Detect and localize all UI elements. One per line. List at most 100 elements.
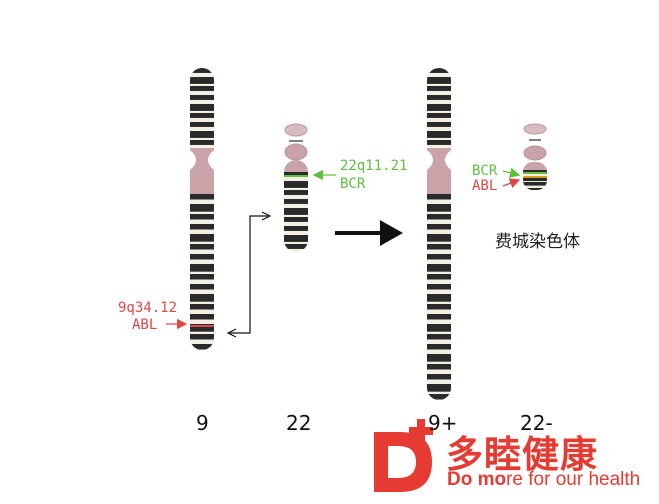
philadelphia-chromosome <box>523 162 547 190</box>
chr9p-q-arm-dark-band <box>427 284 451 290</box>
chromosome-9-plus <box>427 68 451 400</box>
chr9p-p-arm-dark-band <box>427 113 451 118</box>
chromosome-22 <box>284 160 308 252</box>
chr9-q-arm-dark-band <box>190 264 214 272</box>
chr9p-p-arm-dark-band <box>427 140 451 145</box>
chr9p-p-arm-dark-band <box>427 122 451 127</box>
ph-q-arm-dark-band <box>523 182 547 186</box>
ph-p-arm <box>523 145 547 161</box>
philadelphia-chromosome-label: 费城染色体 <box>495 232 580 252</box>
chr9p-q-arm-dark-band <box>427 394 451 400</box>
chr9p-q-arm-dark-band <box>427 264 451 272</box>
chr9-p-arm-dark-band <box>190 140 214 145</box>
chr9p-q-arm-dark-band <box>427 214 451 220</box>
chr22-q-arm-dark-band <box>284 199 308 204</box>
chr9p-q-arm-dark-band <box>427 274 451 280</box>
chr9-q-arm-dark-band <box>190 344 214 350</box>
chr9-p-arm-dark-band <box>190 68 214 73</box>
connector-arrowhead-right <box>261 211 272 221</box>
chr9-p-arm-dark-band <box>190 113 214 118</box>
chr9p-q-arm-dark-band <box>427 324 451 332</box>
ph-satellite <box>523 123 547 135</box>
chr9-p-arm-dark-band <box>190 104 214 111</box>
chr22-q-arm-dark-band <box>284 244 308 249</box>
chr22-p-arm <box>284 143 308 161</box>
chr9p-p-arm-dark-band <box>427 68 451 73</box>
chr22-q-arm-dark-band <box>284 226 308 231</box>
chr9p-q-arm-dark-band <box>427 344 451 350</box>
chr9p-q-arm-dark-band <box>427 304 451 310</box>
ph-q-arm-dark-band <box>523 170 547 174</box>
chr9-p-arm-dark-band <box>190 77 214 84</box>
chr9-centromere-pinch <box>190 150 214 170</box>
chr9p-centromere-pinch <box>427 150 451 170</box>
chr9-q-arm-dark-band <box>190 304 214 310</box>
chr22-q-arm-dark-band <box>284 208 308 215</box>
chr9-label: 9 <box>196 411 209 435</box>
chr9-q-arm-dark-band <box>190 244 214 250</box>
ph-q-arm-dark-band <box>523 176 547 182</box>
chr9-band-label: 9q34.12 <box>118 300 178 316</box>
chr9p-q-arm-dark-band <box>427 234 451 242</box>
chr9-gene-label: ABL <box>132 317 158 333</box>
chr9p-q-arm-dark-band <box>427 364 451 370</box>
chr9-q-arm-dark-band <box>190 334 214 340</box>
brand-slogan-prefix: Do mo <box>447 469 507 490</box>
translocation-connector <box>230 215 268 334</box>
chr9p-q-arm-dark-band <box>427 254 451 260</box>
chr9-q-arm-dark-band <box>190 214 214 220</box>
chr22-label: 22 <box>286 411 312 435</box>
chr22-q-arm-dark-band <box>284 181 308 188</box>
chr22-satellite <box>284 123 308 137</box>
brand-logo-mark <box>374 419 433 492</box>
chr9-p-arm-dark-band <box>190 86 214 91</box>
chr9-q-arm-dark-band <box>190 234 214 242</box>
chr9p-p-arm-dark-band <box>427 104 451 111</box>
chr9p-q-arm-dark-band <box>427 334 451 340</box>
chr9-p-arm-dark-band <box>190 131 214 138</box>
chr9p-q-arm-dark-band <box>427 384 451 392</box>
chr9p-p-arm-dark-band <box>427 95 451 100</box>
chr9-p-arm-dark-band <box>190 95 214 100</box>
ph-abl-label: ABL <box>472 178 498 194</box>
chr22-q-arm-dark-band <box>284 217 308 222</box>
chr9-q-arm-dark-band <box>190 314 214 320</box>
ph-q-arm-dark-band <box>523 188 547 190</box>
brand-name: 多睦健康 <box>446 433 598 476</box>
ph-abl-pointer-arrow <box>502 178 521 189</box>
chr9-plus-label: 9+ <box>428 411 458 435</box>
chr9-q-arm-dark-band <box>190 284 214 290</box>
chr22-minus-label: 22- <box>520 411 553 435</box>
chr9-q-arm-dark-band <box>190 294 214 302</box>
connector-arrowhead-left <box>226 328 237 338</box>
brand-slogan: Do more for our health <box>447 469 640 491</box>
chr9p-q-arm-dark-band <box>427 294 451 302</box>
chromosome-9 <box>190 68 214 350</box>
ph-centromere <box>523 162 547 170</box>
chr9p-p-arm-dark-band <box>427 86 451 91</box>
chr9p-q-arm-dark-band <box>427 374 451 380</box>
chr22-gene-label: BCR <box>340 176 366 192</box>
chr9-q-arm-dark-band <box>190 194 214 200</box>
chr9-q-arm-dark-band <box>190 204 214 212</box>
chr9-p-arm-dark-band <box>190 122 214 127</box>
chr9-q-arm-dark-band <box>190 324 214 332</box>
chr22-q-arm-dark-band <box>284 190 308 195</box>
chr9p-q-arm-dark-band <box>427 224 451 230</box>
brand-slogan-suffix: re for our health <box>506 469 641 490</box>
chr9-q-arm-dark-band <box>190 224 214 230</box>
chr9p-p-arm-dark-band <box>427 131 451 138</box>
chr22-q-arm-dark-band <box>284 235 308 242</box>
chr9p-q-arm-dark-band <box>427 354 451 362</box>
chr9p-q-arm-dark-band <box>427 314 451 320</box>
ph-bcr-pointer-arrow <box>502 167 521 178</box>
chr9p-q-arm-dark-band <box>427 194 451 200</box>
chr9p-p-arm-dark-band <box>427 77 451 84</box>
chr9p-q-arm-dark-band <box>427 204 451 212</box>
transform-arrow-head <box>380 220 403 246</box>
chr9-q-arm-dark-band <box>190 274 214 280</box>
chr9p-q-arm-dark-band <box>427 244 451 250</box>
ph-bcr-label: BCR <box>472 163 498 179</box>
